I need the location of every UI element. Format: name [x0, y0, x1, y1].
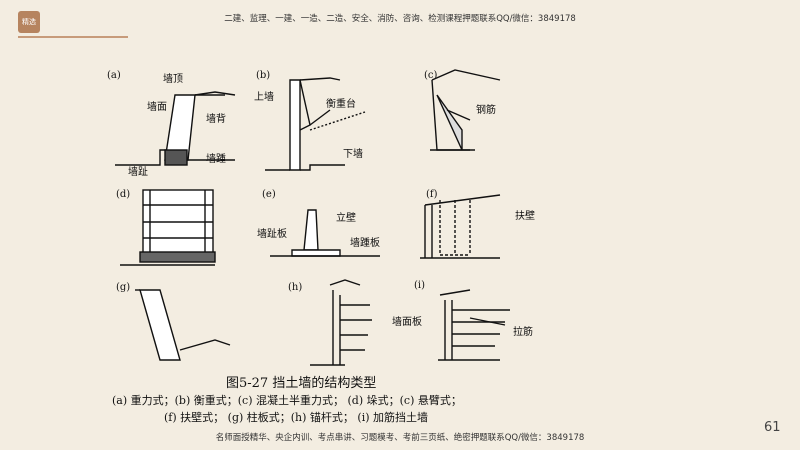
diagram-e [270, 209, 380, 257]
label-qiangding: 墙顶 [163, 74, 183, 85]
label-lajin: 拉筋 [513, 327, 533, 338]
label-xiaqiang: 下墙 [343, 149, 363, 160]
diagram-b [265, 77, 366, 171]
label-qiangmianban: 墙面板 [392, 317, 422, 328]
label-qiangzhong: 墙踵 [206, 154, 226, 165]
label-gangjin: 钢筋 [476, 105, 496, 116]
label-hengzhongtai: 衡重台 [326, 99, 356, 110]
page-number: 61 [764, 420, 781, 435]
label-libi: 立壁 [336, 213, 356, 224]
logo-badge: 精选 [18, 11, 40, 33]
label-f: (f) [426, 189, 438, 200]
label-b: (b) [256, 70, 271, 81]
legend-line-1: (a) 重力式；(b) 衡重式；(c) 混凝土半重力式； (d) 垛式；(c) … [112, 394, 462, 407]
header-text: 二建、监理、一建、一造、二造、安全、消防、咨询、检测课程押题联系QQ/微信：38… [224, 14, 576, 24]
label-d: (d) [116, 189, 131, 200]
label-e: (e) [262, 189, 276, 200]
label-qiangbei: 墙背 [206, 114, 226, 125]
legend-line-2: (f) 扶壁式； (g) 柱板式；(h) 锚杆式； (i) 加筋挡土墙 [164, 411, 429, 424]
label-qiangzhi: 墙趾 [128, 167, 148, 178]
label-qiangzhiban: 墙趾板 [257, 229, 287, 240]
diagram-g [135, 289, 231, 361]
diagram-f [420, 194, 501, 259]
diagram-a [115, 91, 236, 166]
diagram-d [120, 189, 216, 266]
label-c: (c) [424, 70, 438, 81]
label-shangqiang: 上墙 [254, 92, 274, 103]
header-rule [18, 36, 128, 38]
diagram-h [310, 279, 372, 366]
diagram-c [430, 69, 501, 151]
figure-caption: 图5-27 挡土墙的结构类型 [226, 376, 377, 391]
label-a: (a) [107, 70, 121, 81]
diagram-i [438, 289, 510, 361]
label-h: (h) [288, 282, 303, 293]
label-fubi: 扶壁 [515, 211, 535, 222]
label-g: (g) [116, 282, 131, 293]
label-i: (i) [414, 280, 426, 291]
label-qiangzhongban: 墙踵板 [350, 238, 380, 249]
label-qiangmian: 墙面 [147, 102, 167, 113]
footer-text: 名师面授精华、央企内训、考点串讲、习题模考、考前三页纸、绝密押题联系QQ/微信：… [215, 433, 585, 443]
